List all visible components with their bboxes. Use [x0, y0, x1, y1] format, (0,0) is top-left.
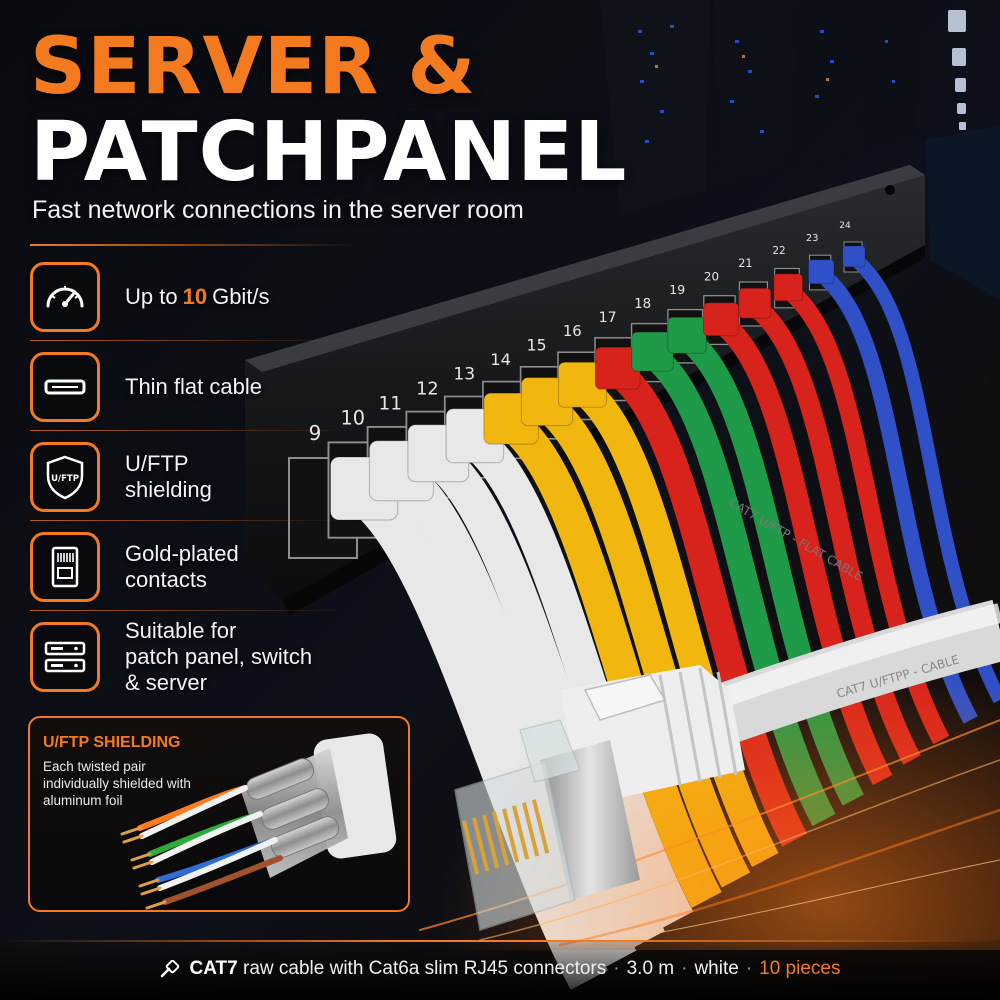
title-line-1: SERVER & [30, 22, 477, 112]
server-racks [600, 0, 1000, 300]
footer-color: white [694, 958, 739, 979]
port-number-label: 22 [772, 245, 785, 257]
shielding-description: Each twisted pair individually shielded … [43, 759, 191, 808]
feature-divider [30, 610, 350, 611]
port-number-label: 17 [599, 310, 617, 326]
feature-speed-prefix: Up to [125, 284, 178, 309]
switch-server-icon [30, 622, 100, 692]
rj45-plug-boot [842, 245, 866, 268]
subtitle-divider [30, 244, 360, 246]
title-line-2: PATCHPANEL [30, 105, 628, 200]
rj45-plug-boot [703, 302, 740, 337]
port-number-label: 18 [634, 297, 651, 312]
footer-category: CAT7 [189, 958, 238, 979]
rj45-plug-boot [773, 273, 804, 302]
port-number-label: 19 [669, 282, 685, 297]
rj45-plug-boot [738, 287, 772, 319]
feature-divider [30, 340, 350, 341]
feature-gold-contacts-label: Gold-plated contacts [125, 541, 239, 592]
rj45-plug-boot [667, 316, 707, 354]
flat-cable-icon [30, 352, 100, 422]
port-number-labels: 9 10 11 12 13 14 15 16 17 18 19 20 21 22 23 24 [309, 221, 851, 445]
port-number-label: 11 [379, 393, 403, 414]
port-number-label: 12 [416, 378, 439, 399]
rj45-plug-boot [807, 259, 835, 285]
foreground-cable [454, 599, 1000, 931]
feature-compatibility-label: Suitable for patch panel, switch & serve… [125, 618, 313, 695]
shield-icon-text: U/FTP [51, 474, 79, 484]
speedometer-icon [30, 262, 100, 332]
rj45-contacts-icon [30, 532, 100, 602]
shielding-inset: U/FTP SHIELDING Each twisted pair indivi… [28, 716, 410, 912]
footer-pieces: 10 pieces [759, 958, 841, 979]
shield-icon: U/FTP [30, 442, 100, 512]
port-number-label: 13 [453, 365, 475, 385]
port-number-label: 14 [490, 350, 511, 369]
port-number-label: 23 [806, 233, 818, 244]
footer-divider [0, 940, 1000, 942]
feature-divider [30, 520, 350, 521]
feature-shielding: U/FTP U/FTP shielding [30, 442, 430, 512]
feature-speed-unit: Gbit/s [212, 284, 270, 309]
subtitle: Fast network connections in the server r… [32, 196, 524, 224]
feature-compatibility: Suitable for patch panel, switch & serve… [30, 618, 430, 695]
footer-specs: CAT7 raw cable with Cat6a slim RJ45 conn… [0, 958, 1000, 980]
twisted-pair-illustration [120, 733, 397, 910]
port-number-label: 24 [839, 221, 851, 231]
port-number-label: 21 [738, 257, 752, 270]
shielding-title: U/FTP SHIELDING [43, 734, 181, 751]
feature-flat-cable-label: Thin flat cable [125, 374, 262, 399]
feature-divider [30, 430, 350, 431]
port-number-label: 20 [704, 270, 719, 284]
footer-length: 3.0 m [626, 958, 675, 979]
feature-flat-cable: Thin flat cable [30, 352, 430, 422]
port-number-label: 10 [341, 407, 366, 430]
port-number-label: 15 [527, 336, 547, 354]
footer-description: raw cable with Cat6a slim RJ45 connector… [243, 958, 607, 979]
port-number-label: 9 [309, 421, 322, 445]
feature-speed-value: 10 [182, 284, 208, 309]
port-number-label: 16 [563, 322, 582, 340]
rj45-plug-boot [631, 331, 674, 372]
cable-icon [160, 959, 179, 978]
feature-gold-contacts: Gold-plated contacts [30, 532, 430, 602]
feature-shielding-label: U/FTP shielding [125, 451, 212, 502]
